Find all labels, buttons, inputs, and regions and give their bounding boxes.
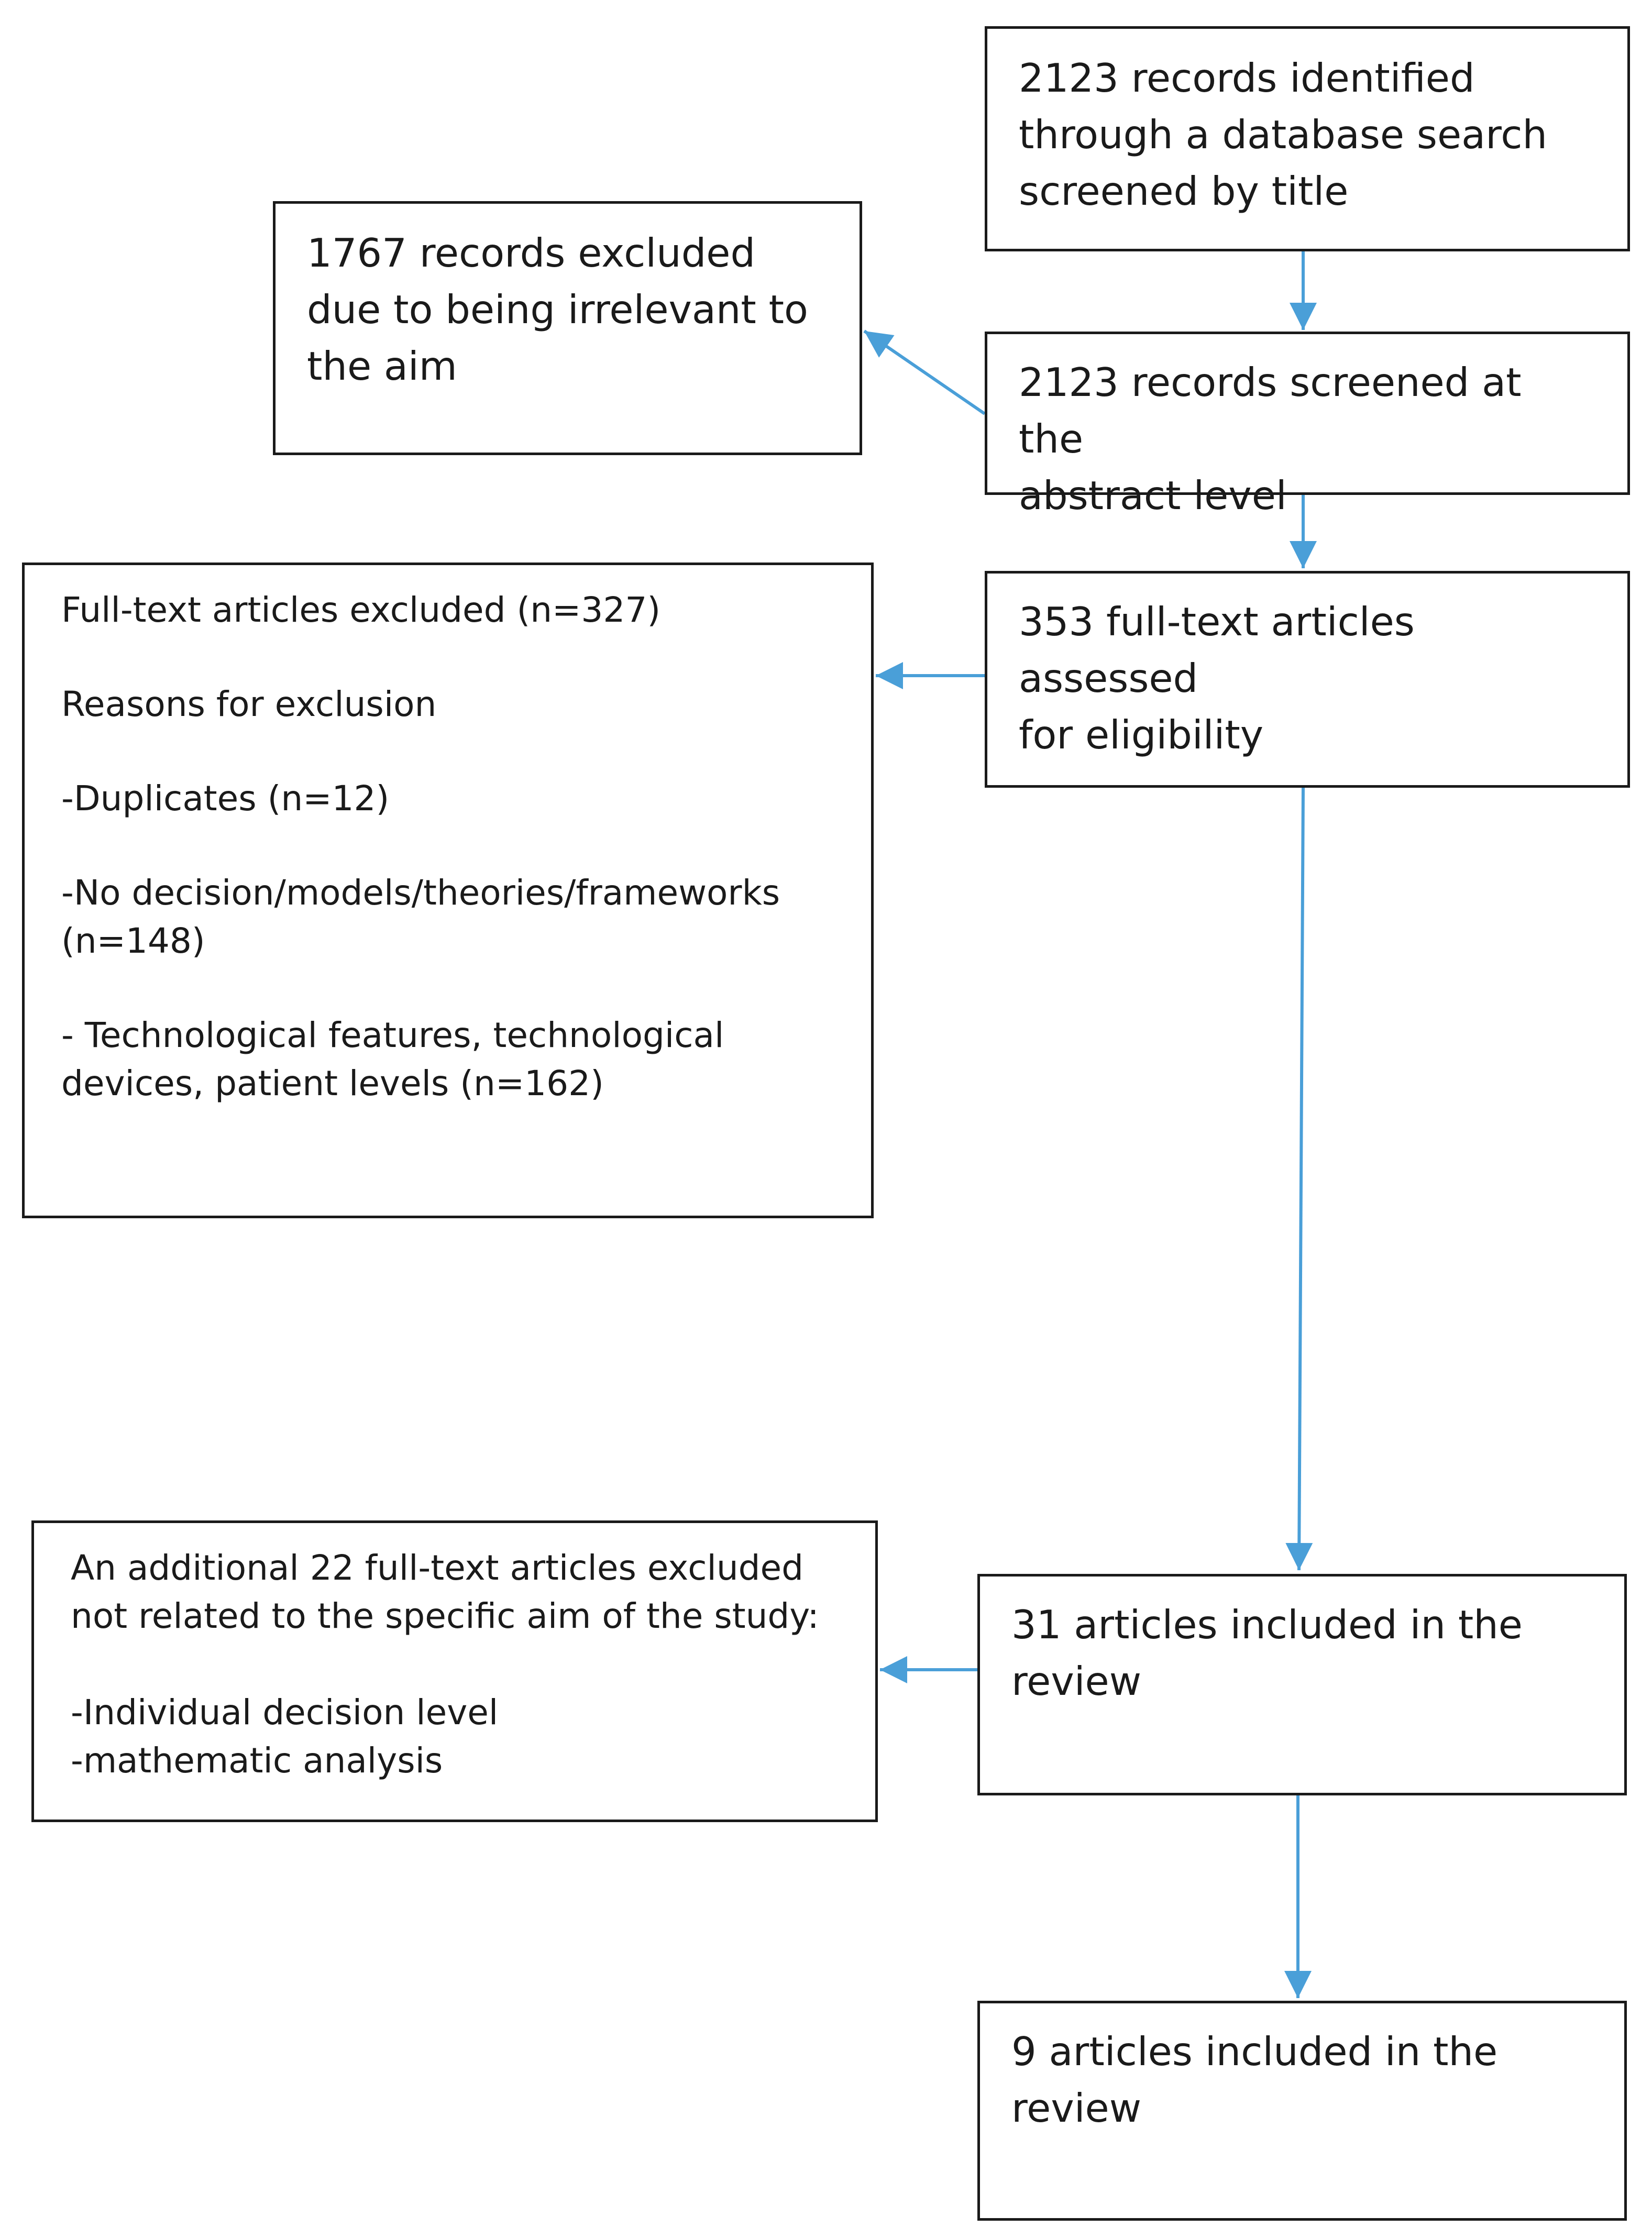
exclusion-reason-no-models: -No decision/models/theories/frameworks … [61, 873, 780, 961]
arrow-assessed-to-included-31 [1285, 787, 1313, 1571]
exclusion-reason-technological: - Technological features, technological … [61, 1015, 724, 1104]
articles-included-31-text: 31 articles included in the review [1011, 1602, 1523, 1704]
fulltext-excluded-box: Full-text articles excluded (n=327) Reas… [22, 563, 874, 1218]
arrow-screened-to-excluded [863, 329, 986, 415]
additional-excluded-item-individual: -Individual decision level [71, 1692, 499, 1733]
records-identified-box: 2123 records identified through a databa… [985, 26, 1630, 251]
articles-included-9-box: 9 articles included in the review [977, 2001, 1627, 2221]
articles-included-9-text: 9 articles included in the review [1011, 2028, 1498, 2131]
additional-excluded-box: An additional 22 full-text articles excl… [31, 1520, 878, 1822]
records-excluded-text: 1767 records excluded due to being irrel… [307, 230, 808, 389]
records-screened-text: 2123 records screened at the abstract le… [1019, 359, 1522, 519]
fulltext-assessed-box: 353 full-text articles assessed for elig… [985, 571, 1630, 788]
additional-excluded-item-mathematic: -mathematic analysis [71, 1740, 443, 1781]
exclusion-reason-duplicates: -Duplicates (n=12) [61, 778, 390, 819]
records-identified-text: 2123 records identified through a databa… [1019, 55, 1548, 214]
exclusion-reasons-label: Reasons for exclusion [61, 684, 437, 724]
additional-excluded-heading: An additional 22 full-text articles excl… [71, 1548, 819, 1636]
records-screened-box: 2123 records screened at the abstract le… [985, 332, 1630, 519]
fulltext-excluded-heading: Full-text articles excluded (n=327) [61, 590, 661, 630]
fulltext-assessed-text: 353 full-text articles assessed for elig… [1019, 599, 1415, 758]
articles-included-31-box: 31 articles included in the review [977, 1574, 1627, 1795]
records-excluded-box: 1767 records excluded due to being irrel… [273, 201, 862, 455]
